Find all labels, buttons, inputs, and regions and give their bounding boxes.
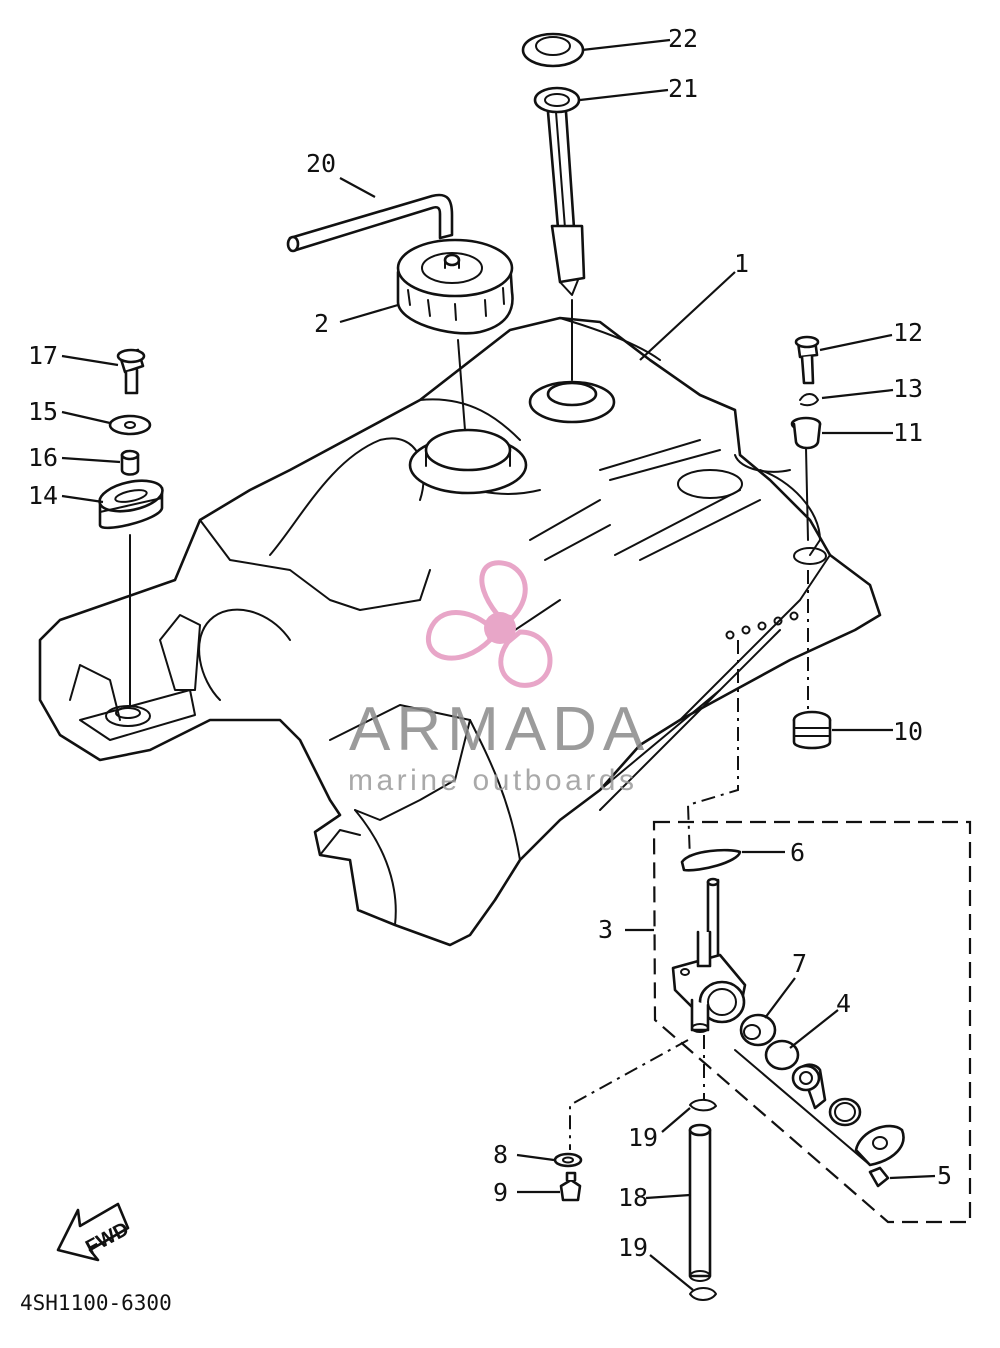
tank-cap xyxy=(396,238,514,335)
callout-7: 7 xyxy=(792,949,807,978)
callout-17: 17 xyxy=(28,341,58,370)
fuel-cock-assembly xyxy=(652,640,972,1224)
callout-3: 3 xyxy=(598,915,613,944)
callout-22: 22 xyxy=(668,24,698,53)
washer-and-screw xyxy=(553,1039,689,1202)
armada-watermark: ARMADA marine outboards xyxy=(348,560,650,797)
propeller-logo-icon xyxy=(425,560,553,688)
callout-18: 18 xyxy=(618,1183,648,1212)
callout-1: 1 xyxy=(734,249,749,278)
left-mount-hardware xyxy=(98,348,164,706)
callout-8: 8 xyxy=(493,1140,508,1169)
grommet-22 xyxy=(521,32,585,68)
callout-9: 9 xyxy=(493,1178,508,1207)
forward-arrow-icon: FWD xyxy=(56,1202,133,1262)
callout-6: 6 xyxy=(790,838,805,867)
callout-12: 12 xyxy=(893,318,923,347)
callout-11: 11 xyxy=(893,418,923,447)
watermark-brand: ARMADA xyxy=(349,695,650,764)
callout-labels: 22 21 20 2 1 17 15 16 14 12 13 11 10 6 3… xyxy=(28,24,952,1262)
callout-2: 2 xyxy=(314,309,329,338)
fuel-hose-assembly xyxy=(688,1035,717,1301)
assembly-lines xyxy=(457,299,573,431)
callout-13: 13 xyxy=(893,374,923,403)
callout-16: 16 xyxy=(28,443,58,472)
callout-21: 21 xyxy=(668,74,698,103)
callout-10: 10 xyxy=(893,717,923,746)
callout-20: 20 xyxy=(306,149,336,178)
breather-hose xyxy=(286,193,454,253)
callout-5: 5 xyxy=(937,1161,952,1190)
watermark-tagline: marine outboards xyxy=(348,764,637,797)
callout-19-lower: 19 xyxy=(618,1233,648,1262)
leader-lines xyxy=(61,38,936,1291)
callout-4: 4 xyxy=(836,989,851,1018)
right-mount-hardware xyxy=(790,335,832,750)
part-code: 4SH1100-6300 xyxy=(20,1291,172,1315)
fuel-gauge-sender xyxy=(533,86,586,296)
callout-15: 15 xyxy=(28,397,58,426)
fuel-tank xyxy=(38,316,882,947)
callout-14: 14 xyxy=(28,481,58,510)
callout-19-upper: 19 xyxy=(628,1123,658,1152)
